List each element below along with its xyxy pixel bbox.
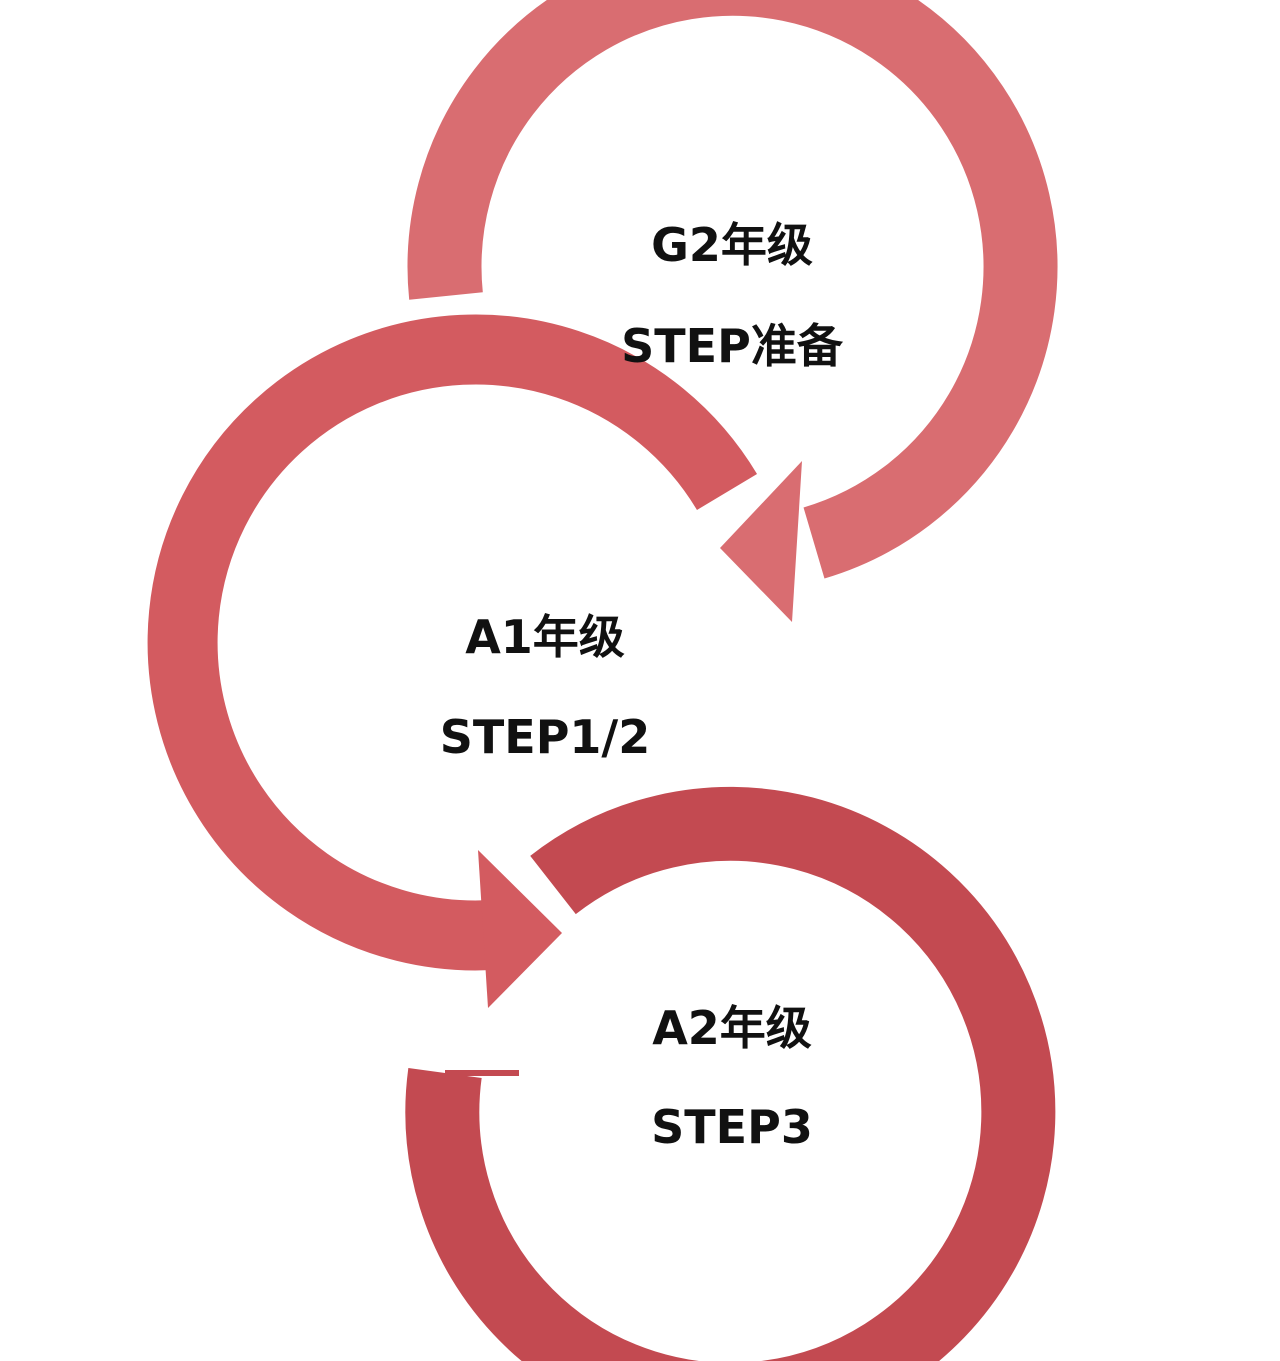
stage2-ring [147,314,757,1008]
stage2-step-label: STEP1/2 [439,710,651,764]
stage1-arc [407,0,1058,579]
stage1-grade-label: G2年级 [651,218,813,272]
stage3-step-label: STEP3 [651,1100,813,1154]
stage3-ring [405,786,1056,1361]
stage1-ring [407,0,1058,622]
stage1-arrowhead [720,461,802,622]
stage2-grade-label: A1年级 [465,610,625,664]
stage3-grade-label: A2年级 [652,1001,812,1055]
stage2-arc [147,314,757,971]
stage3-cap [445,1070,519,1076]
stage2-arrowhead [478,850,562,1008]
stage1-step-label: STEP准备 [621,319,843,373]
stage3-arc [405,786,1056,1361]
